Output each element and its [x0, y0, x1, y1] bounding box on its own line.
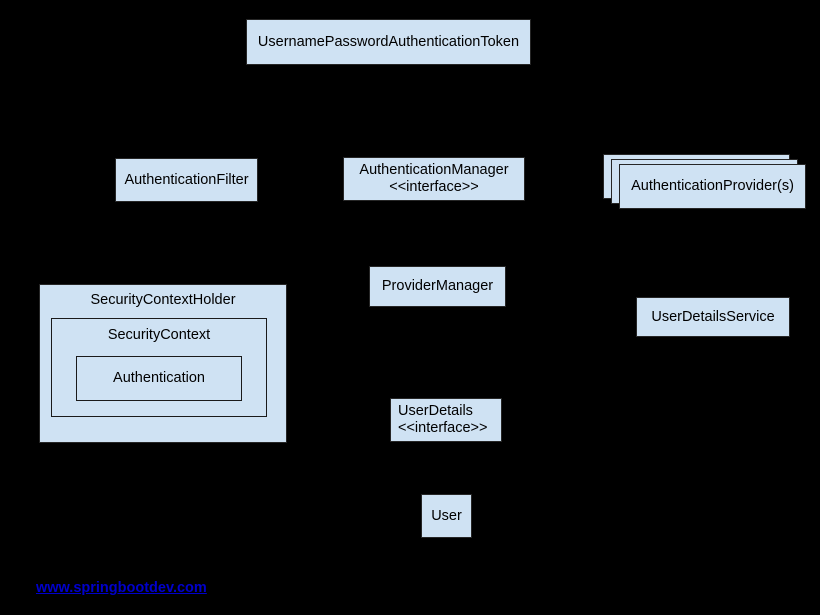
node-security-context: SecurityContext Authentication: [51, 318, 267, 417]
node-user-details-stereotype: <<interface>>: [398, 420, 488, 436]
node-authentication-manager-stereotype: <<interface>>: [389, 179, 479, 195]
node-authentication-filter: AuthenticationFilter: [115, 158, 258, 202]
node-authentication-providers: AuthenticationProvider(s): [619, 164, 806, 209]
website-link[interactable]: www.springbootdev.com: [36, 580, 207, 596]
node-authentication-manager-name: AuthenticationManager: [359, 162, 509, 178]
node-username-password-authentication-token: UsernamePasswordAuthenticationToken: [246, 19, 531, 65]
node-security-context-holder-label: SecurityContextHolder: [90, 292, 236, 308]
node-authentication-manager: AuthenticationManager <<interface>>: [343, 157, 525, 201]
node-user-details-name: UserDetails: [398, 403, 473, 419]
node-provider-manager: ProviderManager: [369, 266, 506, 307]
node-security-context-holder: SecurityContextHolder SecurityContext Au…: [39, 284, 287, 443]
node-user-details: UserDetails <<interface>>: [390, 398, 502, 442]
node-authentication: Authentication: [76, 356, 242, 401]
node-user: User: [421, 494, 472, 538]
node-user-details-service: UserDetailsService: [636, 297, 790, 337]
node-security-context-label: SecurityContext: [107, 327, 211, 343]
